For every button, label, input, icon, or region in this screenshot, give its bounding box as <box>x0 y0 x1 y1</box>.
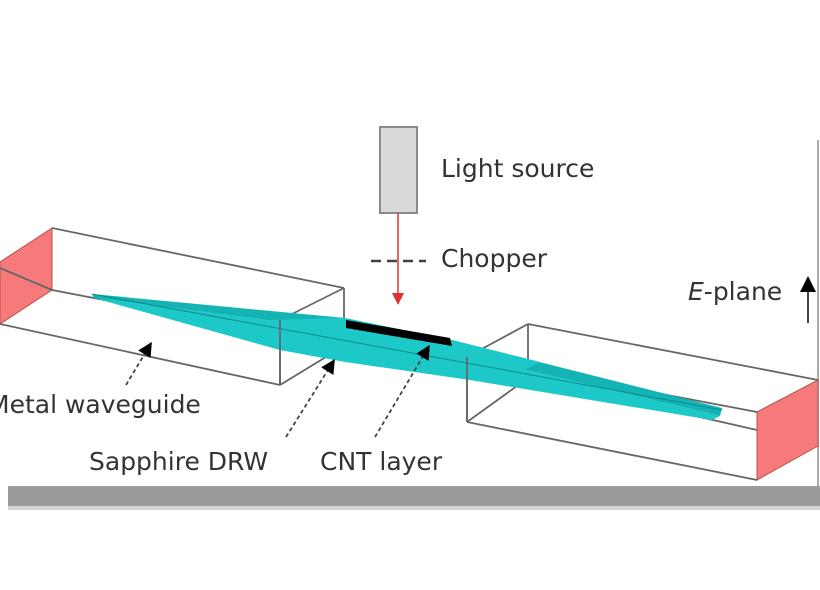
cnt-layer <box>346 320 452 346</box>
e-plane-label: E-plane <box>688 277 782 306</box>
metal-waveguide-label: Metal waveguide <box>0 390 201 419</box>
metal-waveguide-pointer <box>125 341 152 386</box>
chopper-label: Chopper <box>441 244 548 273</box>
ground-shadow-bar <box>8 486 820 506</box>
light-source-label: Light source <box>441 154 594 183</box>
sapphire-drw-label: Sapphire DRW <box>89 447 268 476</box>
cnt-layer-label: CNT layer <box>320 447 443 476</box>
e-plane-label-italic: E <box>688 277 704 306</box>
left-waveguide-flange <box>0 227 53 325</box>
sapphire-drw <box>91 293 723 420</box>
light-source-box <box>379 126 418 214</box>
right-waveguide-flange <box>756 379 819 481</box>
cnt-layer-pointer <box>374 344 430 438</box>
sapphire-drw-pointer <box>285 358 335 438</box>
ground-shadow-edge <box>8 506 820 510</box>
e-plane-label-rest: -plane <box>704 277 782 306</box>
